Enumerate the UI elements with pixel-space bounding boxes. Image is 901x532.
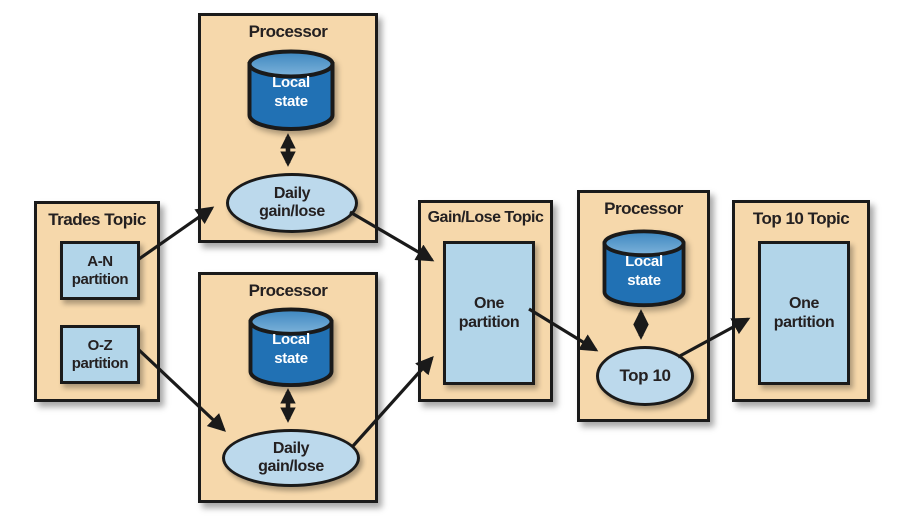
- gainlose-one-partition: One partition: [443, 241, 535, 385]
- one-partition-line1: One: [474, 294, 504, 312]
- partition-o-z-label-line1: O-Z: [87, 336, 113, 354]
- top10-ellipse: Top 10: [596, 346, 694, 406]
- processor-right-title: Processor: [604, 199, 683, 218]
- local-state-label: Local state: [599, 253, 689, 291]
- one-partition-line1: One: [789, 294, 819, 312]
- processor-bottom-title: Processor: [248, 281, 328, 300]
- processor-top-title: Processor: [248, 22, 328, 41]
- processor-bottom-box: Processor Local state Daily gain/lose: [198, 272, 378, 503]
- one-partition-line2: partition: [458, 314, 520, 331]
- local-state-line2: state: [627, 271, 661, 289]
- local-state-line2: state: [274, 92, 308, 110]
- top10-label: Top 10: [619, 366, 671, 386]
- local-state-line2: state: [274, 349, 308, 367]
- gainlose-topic-title: Gain/Lose Topic: [427, 209, 544, 226]
- daily-gainlose-ellipse-bottom: Daily gain/lose: [222, 429, 360, 487]
- database-cylinder-icon: [248, 307, 334, 388]
- processor-top-box: Processor Local state Daily gain/lose: [198, 13, 378, 243]
- local-state-line1: Local: [272, 331, 310, 348]
- partition-o-z: O-Z partition: [60, 325, 140, 384]
- database-cylinder-icon: [247, 49, 335, 131]
- local-state-line1: Local: [625, 253, 663, 270]
- daily-gainlose-line1: Daily: [272, 439, 310, 457]
- daily-gainlose-line1: Daily: [273, 184, 311, 202]
- trades-topic-box: Trades Topic A-N partition O-Z partition: [34, 201, 160, 402]
- daily-gainlose-line2: gain/lose: [259, 203, 325, 220]
- daily-gainlose-ellipse-top: Daily gain/lose: [226, 173, 358, 233]
- partition-a-n: A-N partition: [60, 241, 140, 300]
- partition-a-n-label-line1: A-N: [87, 252, 113, 270]
- local-state-line1: Local: [272, 74, 310, 91]
- local-state-label: Local state: [246, 74, 336, 112]
- trades-topic-title: Trades Topic: [48, 210, 146, 229]
- top10-topic-box: Top 10 Topic One partition: [732, 200, 870, 402]
- local-state-label: Local state: [246, 331, 336, 369]
- top10-topic-title: Top 10 Topic: [752, 209, 850, 228]
- gainlose-topic-box: Gain/Lose Topic One partition: [418, 200, 553, 402]
- top10-one-partition: One partition: [758, 241, 850, 385]
- daily-gainlose-line2: gain/lose: [258, 458, 324, 475]
- database-cylinder-icon: [602, 229, 686, 308]
- partition-a-n-label-line2: partition: [71, 270, 129, 288]
- one-partition-line2: partition: [773, 314, 835, 331]
- partition-o-z-label-line2: partition: [71, 354, 129, 372]
- processor-right-box: Processor Local state Top 10: [577, 190, 710, 422]
